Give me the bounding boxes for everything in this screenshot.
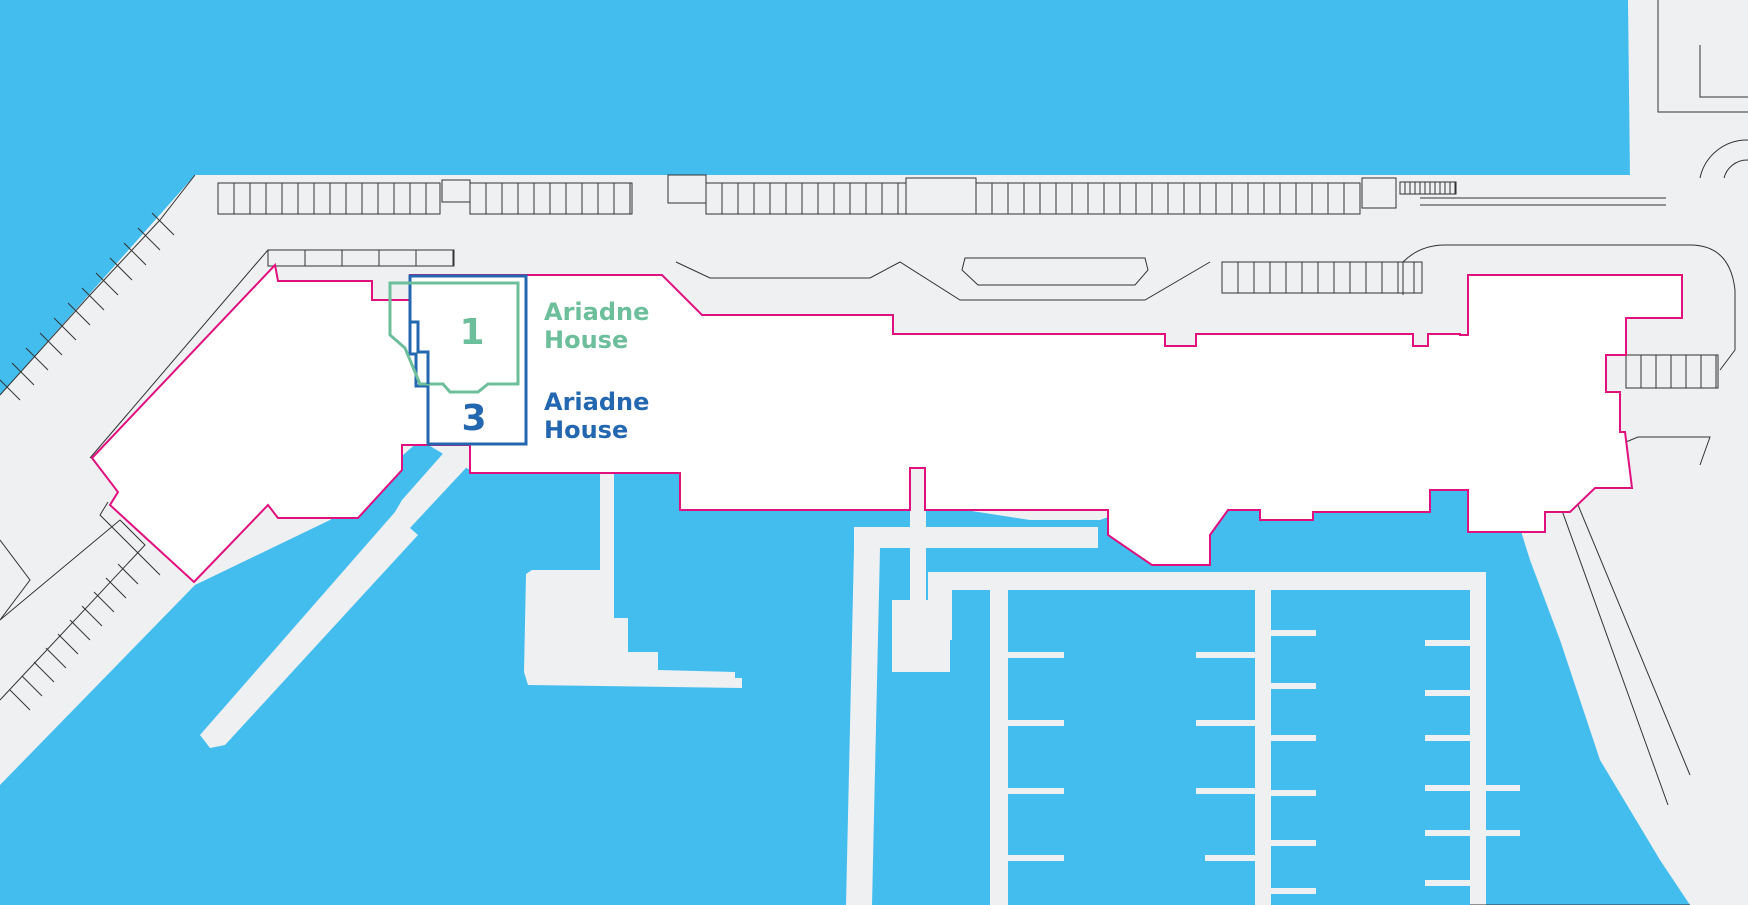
parking-bay-divider	[117, 563, 139, 585]
parking-bay-divider	[137, 227, 161, 251]
building-1-number: 1	[459, 312, 484, 353]
building-1-name-line2: House	[544, 326, 628, 354]
parking-bay-divider	[67, 302, 91, 326]
building-3-number: 3	[461, 398, 486, 439]
parking-bay-divider	[151, 212, 175, 236]
parking-bay-divider	[105, 577, 127, 599]
building-3-name-line1: Ariadne	[544, 388, 649, 416]
parking-bay-divider	[53, 317, 77, 341]
stepped-pier	[524, 470, 742, 688]
building-3-name-line2: House	[544, 416, 628, 444]
parking-bay-divider	[123, 242, 147, 266]
parking-bay-dividers	[0, 182, 1717, 711]
parking-bay-divider	[69, 619, 91, 641]
building-3-outline	[408, 274, 528, 446]
parking-bay-divider	[93, 591, 115, 613]
parking-bay-divider	[33, 661, 55, 683]
parking-bay-divider	[11, 362, 35, 386]
building-1-outline	[388, 281, 520, 394]
marina-pontoons	[846, 468, 1520, 905]
parking-bay-divider	[0, 379, 21, 401]
parking-bay-divider	[95, 272, 119, 296]
parking-bay-divider	[81, 287, 105, 311]
diagonal-jetty	[200, 440, 478, 748]
parking-bay-divider	[21, 675, 43, 697]
building-1-name-line1: Ariadne	[544, 298, 649, 326]
parking-bay-divider	[57, 633, 79, 655]
parking-bay-divider	[45, 647, 67, 669]
parking-bay-divider	[109, 257, 133, 281]
parking-bay-divider	[9, 689, 31, 711]
shore-land-left	[0, 470, 180, 780]
building-3-inner-line	[408, 320, 430, 384]
parking-bay-divider	[39, 332, 63, 356]
parking-bay-divider	[81, 605, 103, 627]
parking-bay-divider	[25, 347, 49, 371]
